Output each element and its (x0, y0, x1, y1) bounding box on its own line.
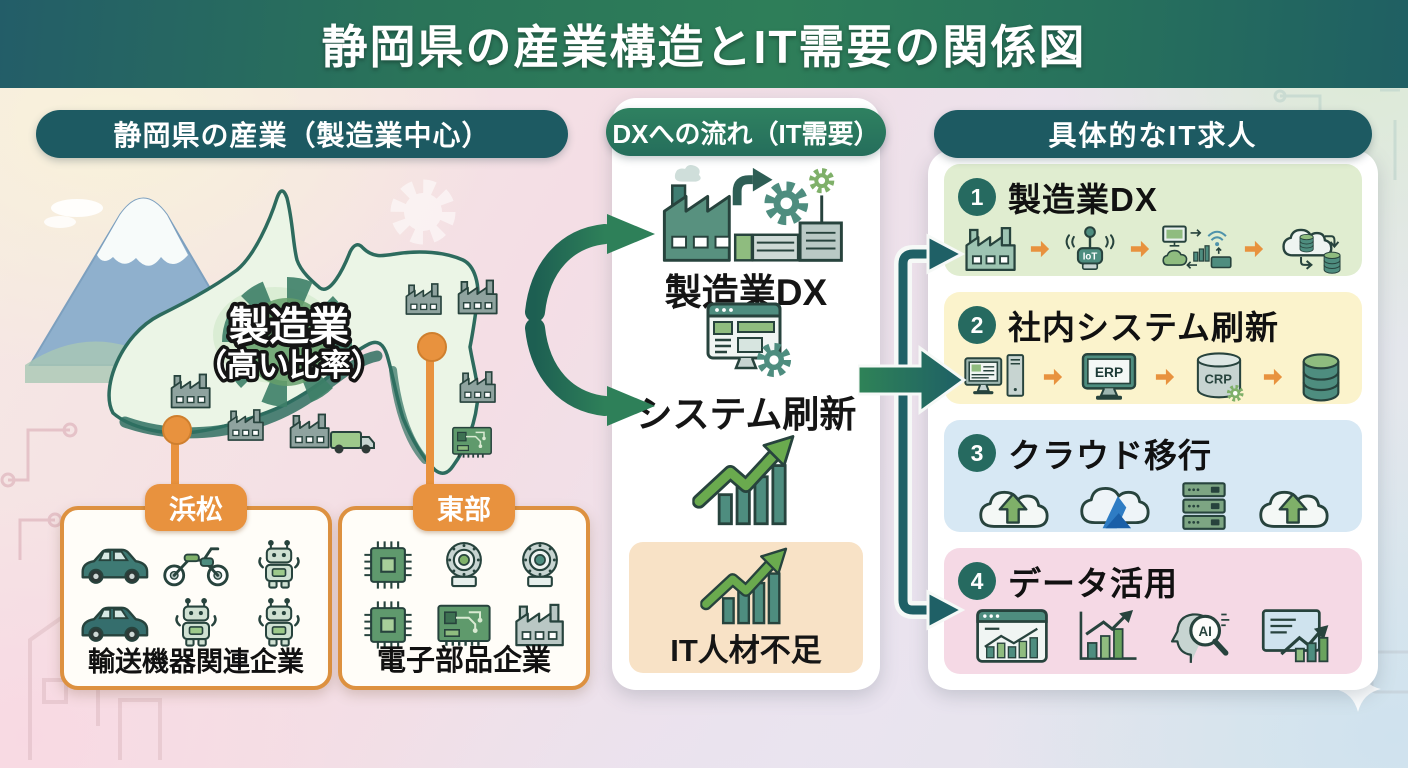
curved-arrow-up-icon (525, 214, 655, 322)
growth-chart-icon (692, 432, 800, 526)
job-header: 3 クラウド移行 (944, 420, 1362, 477)
curved-arrow-down-icon (525, 318, 655, 426)
main-arrow-icon (858, 345, 967, 415)
microchip-icon (361, 538, 415, 592)
job-label: クラウド移行 (1008, 437, 1212, 474)
job-label: 社内システム刷新 (1008, 309, 1280, 346)
motor-icon (513, 538, 567, 592)
report-chart-icon (1256, 607, 1332, 665)
ai-label: AI (1198, 624, 1211, 639)
tobu-icons (342, 510, 586, 652)
connector-dx-to-jobs (858, 233, 967, 631)
hamamatsu-dot (162, 415, 192, 445)
car-icon (77, 543, 149, 585)
crp-database-icon: CRP (1196, 352, 1244, 402)
ai-analysis-icon: AI (1170, 613, 1230, 663)
tobu-dot (417, 332, 447, 362)
job-icon-row (944, 477, 1362, 534)
gear-outline-decor (398, 187, 449, 238)
tobu-badge: 東部 (413, 484, 515, 531)
erp-monitor-icon: ERP (1081, 353, 1137, 400)
orange-arrow-icon (1244, 240, 1264, 258)
cloud-upload-icon (975, 479, 1051, 534)
monitoring-network-icon (1162, 225, 1232, 269)
map-label: 製造業 （高い比率） (193, 301, 386, 387)
connector-line (898, 249, 930, 615)
job-number-badge: 2 (958, 306, 996, 344)
orange-arrow-icon (1043, 368, 1063, 386)
job-label: 製造業DX (1008, 181, 1158, 218)
right-header-text: 具体的なIT求人 (1048, 120, 1258, 151)
truck-icon (330, 431, 375, 454)
shizuoka-map-illustration: 製造業 （高い比率） (25, 160, 498, 475)
hamamatsu-badge: 浜松 (145, 484, 247, 531)
tobu-label: 電子部品企業 (376, 645, 551, 677)
it-jobs-panel: 1 製造業DX IoT (928, 150, 1378, 690)
tobu-stem (426, 352, 434, 506)
database-icon (1298, 351, 1344, 403)
job-item-cloud-migration: 3 クラウド移行 (944, 420, 1362, 532)
orange-arrow-icon (1263, 368, 1283, 386)
map-gear-icon (222, 277, 352, 407)
middle-section-header: DXへの流れ（IT需要） (606, 108, 886, 156)
job-number-badge: 4 (958, 562, 996, 600)
job-header: 1 製造業DX (944, 164, 1362, 221)
right-section-header: 具体的なIT求人 (934, 110, 1372, 158)
erp-label: ERP (1095, 364, 1123, 380)
dx-step2-label: システム刷新 (635, 394, 857, 435)
growth-chart-icon (700, 545, 792, 625)
middle-header-text: DXへの流れ（IT需要） (612, 118, 880, 149)
left-section-header: 静岡県の産業（製造業中心） (36, 110, 568, 158)
job-icon-row: AI (944, 605, 1362, 665)
robot-icon (256, 538, 302, 590)
arrowhead-top-icon (926, 233, 966, 275)
system-renewal-icon (698, 300, 794, 384)
job-item-manufacturing-dx: 1 製造業DX IoT (944, 164, 1362, 276)
motorcycle-icon (160, 541, 232, 587)
job-icon-row: ERP CRP (944, 349, 1362, 403)
hamamatsu-label: 輸送機器関連企業 (88, 647, 304, 677)
job-icon-row: IoT (944, 221, 1362, 275)
hamamatsu-region-box: 浜松 輸送機器関連企業 (60, 484, 332, 690)
dashboard-chart-icon (974, 607, 1050, 665)
iot-device-icon: IoT (1065, 226, 1115, 270)
smart-factory-icon (662, 164, 843, 262)
map-label-line2: （高い比率） (196, 348, 382, 383)
job-number-badge: 3 (958, 434, 996, 472)
job-number-badge: 1 (958, 178, 996, 216)
job-header: 4 データ活用 (944, 548, 1362, 605)
map-label-line1: 製造業 (229, 305, 349, 349)
cloud-database-icon (1282, 228, 1341, 274)
flow-arrows-map-to-dx (525, 214, 655, 426)
job-item-data-utilization: 4 データ活用 AI (944, 548, 1362, 674)
job-item-system-renewal: 2 社内システム刷新 ERP CRP (944, 292, 1362, 404)
it-shortage-box: IT人材不足 (629, 542, 863, 673)
bar-chart-icon (1074, 608, 1140, 664)
tobu-region-box: 東部 電子部品企業 (338, 484, 590, 690)
server-rack-icon (1178, 479, 1230, 534)
arrowhead-bottom-icon (926, 589, 966, 631)
dx-flow-panel: 製造業DX システム刷新 IT人材不足 (612, 98, 880, 690)
orange-arrow-icon (1130, 240, 1150, 258)
motor-icon (437, 538, 491, 592)
job-label: データ活用 (1008, 565, 1178, 602)
page-title: 静岡県の産業構造とIT需要の関係図 (321, 21, 1087, 73)
hamamatsu-stem (171, 432, 179, 506)
orange-arrow-icon (1030, 240, 1050, 258)
it-shortage-label: IT人材不足 (670, 633, 822, 668)
iot-label: IoT (1083, 251, 1098, 262)
cloud-upload-icon (1255, 479, 1331, 534)
car-icon (77, 601, 149, 643)
crp-label: CRP (1204, 372, 1232, 387)
azure-cloud-icon (1076, 479, 1152, 534)
left-header-text: 静岡県の産業（製造業中心） (113, 120, 491, 151)
orange-arrow-icon (1155, 368, 1175, 386)
job-header: 2 社内システム刷新 (944, 292, 1362, 349)
title-banner: 静岡県の産業構造とIT需要の関係図 (0, 0, 1408, 88)
